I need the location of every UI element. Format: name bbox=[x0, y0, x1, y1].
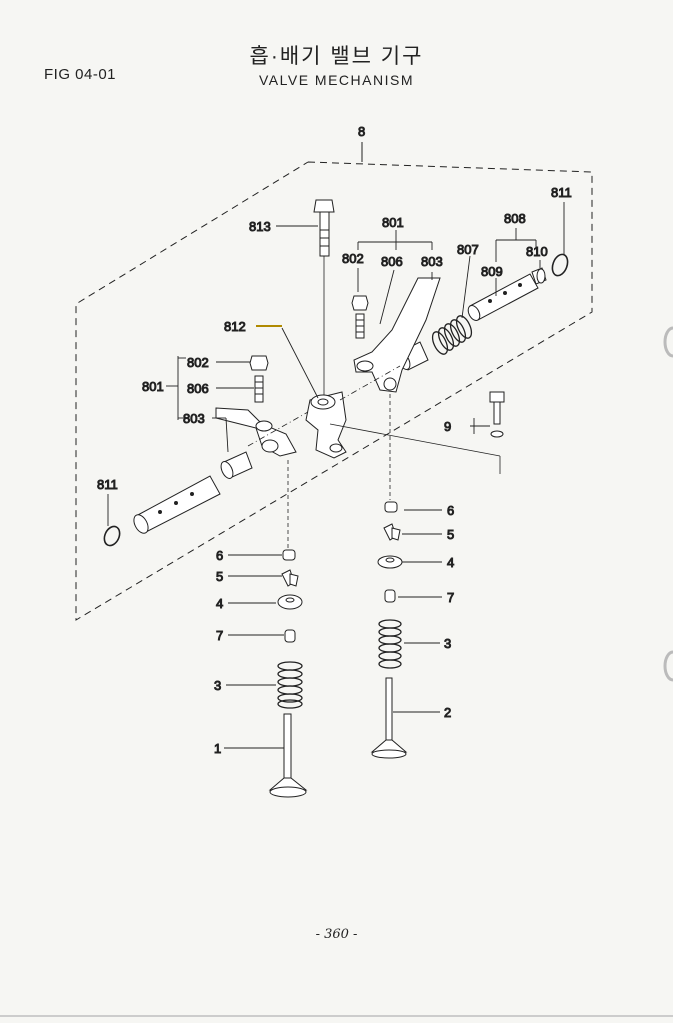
page-number: - 360 - bbox=[315, 927, 358, 942]
callout-801-left: 801 bbox=[142, 379, 164, 394]
callout-811-right: 811 bbox=[551, 185, 572, 200]
callout-6-left: 6 bbox=[216, 548, 223, 563]
callout-806-left: 806 bbox=[187, 381, 209, 396]
callout-1-left: 1 bbox=[214, 741, 221, 756]
adjust-screw-right bbox=[355, 313, 365, 339]
plug-810 bbox=[531, 267, 547, 285]
bolt-9 bbox=[489, 391, 505, 438]
rocker-shaft-left bbox=[133, 475, 221, 534]
callout-802-left: 802 bbox=[187, 355, 209, 370]
callout-3-left: 3 bbox=[214, 678, 221, 693]
valve-spring-right bbox=[378, 619, 402, 669]
adjust-screw-left bbox=[254, 375, 264, 403]
stem-seal-left bbox=[284, 629, 296, 643]
collet-right bbox=[383, 523, 401, 541]
callout-3-right: 3 bbox=[444, 636, 451, 651]
figure-number: FIG 04-01 bbox=[44, 66, 117, 83]
callout-811-left: 811 bbox=[97, 477, 118, 492]
callout-812: 812 bbox=[224, 319, 246, 334]
callout-5-left: 5 bbox=[216, 569, 223, 584]
intake-valve-1 bbox=[268, 713, 308, 798]
spring-retainer-right bbox=[377, 555, 403, 569]
valve-cap-left bbox=[282, 549, 296, 561]
stem-seal-right bbox=[384, 589, 396, 603]
nut-left bbox=[249, 355, 269, 371]
exhaust-valve-2 bbox=[370, 677, 408, 759]
callout-labels: 8 811 813 801 808 802 806 803 807 810 80… bbox=[97, 124, 573, 757]
valve-spring-left bbox=[277, 661, 303, 709]
callout-808: 808 bbox=[504, 211, 526, 226]
callout-7-right: 7 bbox=[447, 590, 454, 605]
callout-7-left: 7 bbox=[216, 628, 223, 643]
callout-6-right: 6 bbox=[447, 503, 454, 518]
callout-803-left: 803 bbox=[183, 411, 205, 426]
spring-retainer-left bbox=[277, 594, 303, 610]
callout-802-right: 802 bbox=[342, 251, 364, 266]
callout-807: 807 bbox=[457, 242, 479, 257]
bolt-813 bbox=[313, 199, 335, 396]
snap-ring-left bbox=[103, 525, 121, 547]
callout-2-right: 2 bbox=[444, 705, 451, 720]
collet-left bbox=[281, 569, 299, 587]
callout-8: 8 bbox=[358, 124, 365, 139]
callout-813: 813 bbox=[249, 219, 271, 234]
title-korean: 흡·배기 밸브 기구 bbox=[249, 45, 424, 68]
callout-4-left: 4 bbox=[216, 596, 223, 611]
callout-9: 9 bbox=[444, 419, 451, 434]
rocker-spring-807 bbox=[431, 315, 473, 355]
rocker-bracket-812 bbox=[305, 391, 347, 459]
snap-ring-right bbox=[551, 253, 569, 277]
callout-806-right: 806 bbox=[381, 254, 403, 269]
callout-5-right: 5 bbox=[447, 527, 454, 542]
assembly-boundary bbox=[75, 161, 593, 621]
bushing-left bbox=[220, 451, 253, 479]
title-english: VALVE MECHANISM bbox=[258, 72, 414, 88]
rocker-shaft-right bbox=[467, 273, 539, 321]
callout-809: 809 bbox=[481, 264, 503, 279]
valve-cap-right bbox=[384, 501, 398, 513]
nut-right bbox=[351, 295, 369, 311]
callout-803-right: 803 bbox=[421, 254, 443, 269]
callout-801-right: 801 bbox=[382, 215, 404, 230]
callout-4-right: 4 bbox=[447, 555, 454, 570]
rocker-arm-left bbox=[215, 407, 297, 457]
callout-810: 810 bbox=[526, 244, 548, 259]
leader-lines bbox=[107, 202, 565, 749]
rocker-arm-right bbox=[353, 277, 441, 393]
